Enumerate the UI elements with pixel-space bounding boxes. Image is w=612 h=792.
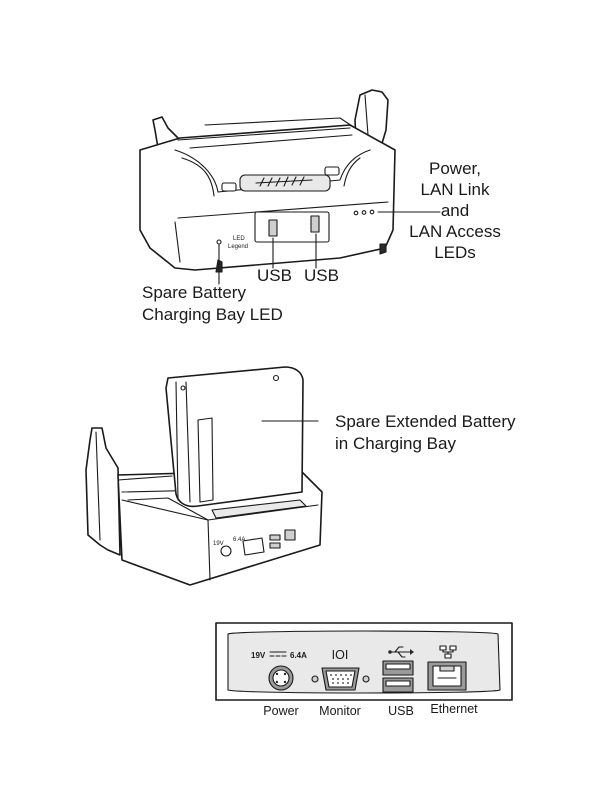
usb-right-label: USB xyxy=(304,266,339,285)
svg-text:Power,: Power, xyxy=(429,159,481,178)
power-voltage: 19V xyxy=(251,651,266,660)
port-label-power: Power xyxy=(263,704,298,718)
spare-led-label-line-2: Charging Bay LED xyxy=(142,305,283,324)
svg-text:LAN Access: LAN Access xyxy=(409,222,501,241)
led-legend-line-2: Legend xyxy=(228,244,248,250)
battery-label-line-2: in Charging Bay xyxy=(335,434,456,453)
power-jack-icon xyxy=(269,666,293,690)
svg-text:and: and xyxy=(441,201,469,220)
dock-front-view: LED Legend Power, LAN Link and LAN Acces… xyxy=(140,90,501,324)
svg-text:LAN Link: LAN Link xyxy=(421,180,490,199)
usb-left-label: USB xyxy=(257,266,292,285)
spare-led-label-line-1: Spare Battery xyxy=(142,283,246,302)
led-legend-line-1: LED xyxy=(233,236,245,242)
spare-bay-led xyxy=(217,240,221,244)
port-label-ethernet: Ethernet xyxy=(430,702,478,716)
rear-port-panel: 19V 6.4A IOI xyxy=(216,623,512,718)
port-label-usb: USB xyxy=(388,704,414,718)
monitor-glyph-icon: IOI xyxy=(332,648,349,662)
dock-with-battery-view: 19V 6.4A Spare Extended Battery in Charg… xyxy=(86,367,516,585)
leds-callout: Power, LAN Link and LAN Access LEDs xyxy=(409,159,501,262)
ethernet-port-icon xyxy=(428,662,466,690)
power-current: 6.4A xyxy=(290,651,307,660)
battery-label-line-1: Spare Extended Battery xyxy=(335,412,516,431)
svg-text:19V: 19V xyxy=(213,541,224,547)
svg-text:LEDs: LEDs xyxy=(434,243,476,262)
svg-text:6.4A: 6.4A xyxy=(233,537,245,543)
port-label-monitor: Monitor xyxy=(319,704,361,718)
